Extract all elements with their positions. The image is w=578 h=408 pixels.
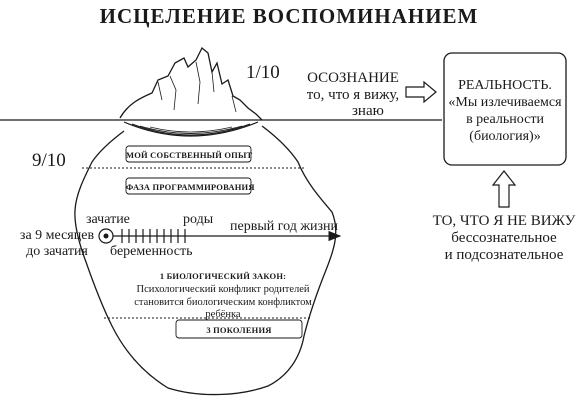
timeline	[98, 228, 342, 244]
unseen-line-2: и подсознательное	[444, 247, 564, 263]
unseen-arrow-icon	[491, 170, 517, 208]
reality-line-4: (биология)»	[469, 129, 541, 144]
own-experience-label: МОЙ СОБСТВЕННЫЙ ОПЫТ	[126, 150, 253, 160]
unseen-heading: ТО, ЧТО Я НЕ ВИЖУ	[432, 213, 576, 229]
pregnancy-ticks	[121, 229, 186, 243]
law-line-1: Психологический конфликт родителей	[136, 284, 310, 295]
unseen-line-1: бессознательное	[451, 230, 557, 246]
before-conception-line-1: за 9 месяцев	[19, 228, 95, 243]
awareness-arrow-icon	[405, 80, 437, 104]
birth-label: роды	[183, 212, 214, 227]
pregnancy-label: беременность	[110, 244, 193, 259]
iceberg-tip	[119, 46, 263, 121]
programming-phase-label: ФАЗА ПРОГРАММИРОВАНИЯ	[126, 182, 255, 192]
awareness-line-2: знаю	[352, 103, 384, 119]
awareness-line-1: то, что я вижу,	[306, 87, 400, 103]
reality-line-2: «Мы излечиваемся	[448, 95, 562, 110]
page-title: ИСЦЕЛЕНИЕ ВОСПОМИНАНИЕМ	[99, 4, 479, 28]
programming-phase-box	[125, 177, 252, 195]
reality-box	[443, 52, 567, 166]
reality-title: РЕАЛЬНОСТЬ.	[458, 78, 552, 93]
hidden-fraction: 9/10	[32, 150, 66, 171]
reality-line-3: в реальности	[466, 112, 544, 127]
own-experience-box	[125, 145, 252, 163]
visible-fraction: 1/10	[246, 62, 280, 83]
generations-box	[175, 319, 303, 339]
iceberg-underwater	[74, 125, 337, 396]
generations-label: 3 ПОКОЛЕНИЯ	[206, 325, 272, 335]
before-conception-line-2: до зачатия	[26, 244, 88, 259]
conception-label: зачатие	[86, 212, 130, 227]
awareness-heading: ОСОЗНАНИЕ	[307, 70, 399, 86]
law-line-3: ребёнка	[205, 309, 241, 320]
law-line-2: становится биологическим конфликтом	[134, 297, 312, 308]
law-heading: 1 БИОЛОГИЧЕСКИЙ ЗАКОН:	[159, 271, 287, 281]
first-year-label: первый год жизни	[230, 219, 339, 234]
